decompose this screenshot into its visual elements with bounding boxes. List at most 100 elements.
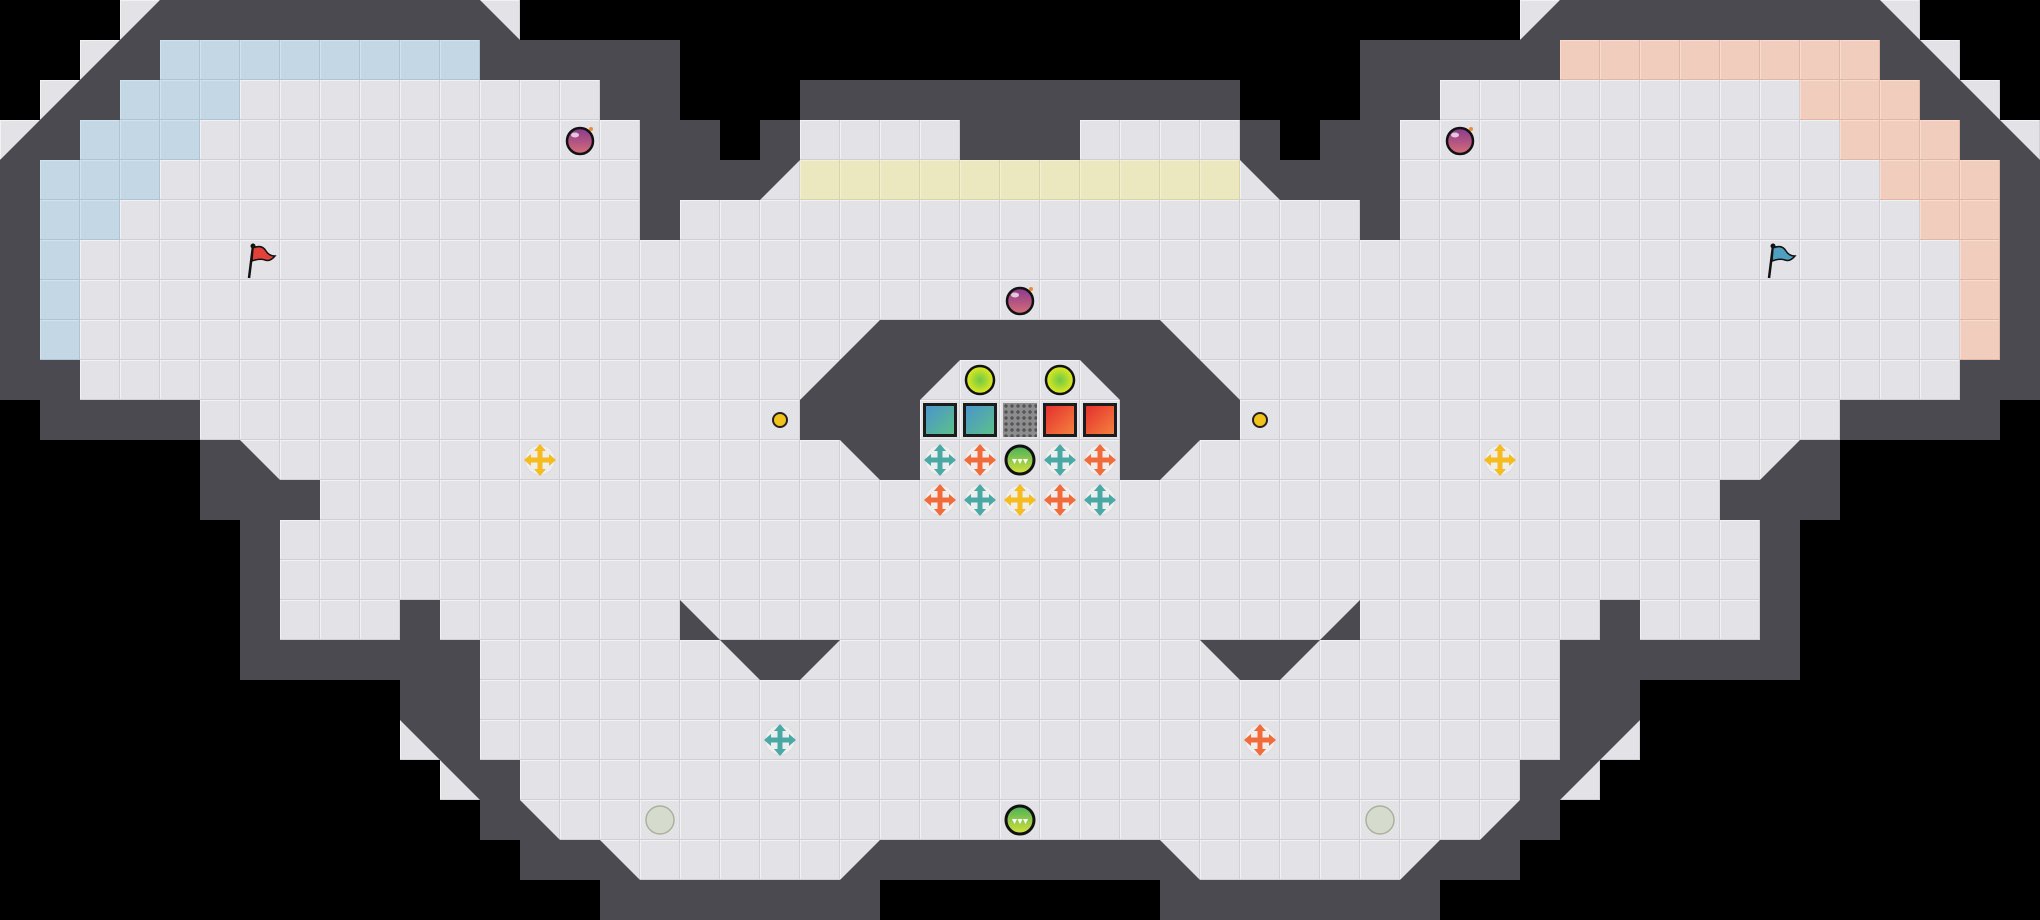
floor-tile xyxy=(1520,80,1560,120)
wall-tile xyxy=(1040,840,1080,880)
blue-endzone-tile xyxy=(400,40,440,80)
floor-tile xyxy=(1000,200,1040,240)
floor-tile xyxy=(1680,160,1720,200)
floor-tile xyxy=(1520,360,1560,400)
floor-tile xyxy=(720,480,760,520)
floor-tile xyxy=(1640,200,1680,240)
floor-tile xyxy=(1240,680,1280,720)
floor-tile xyxy=(360,320,400,360)
red-endzone-tile xyxy=(1880,160,1920,200)
floor-tile xyxy=(480,120,520,160)
floor-tile xyxy=(1600,200,1640,240)
floor-tile xyxy=(280,320,320,360)
floor-tile xyxy=(360,160,400,200)
floor-tile xyxy=(1040,680,1080,720)
floor-tile xyxy=(1360,240,1400,280)
wall-tile xyxy=(1120,840,1160,880)
red-flag-icon[interactable] xyxy=(240,240,280,280)
blue-endzone-tile xyxy=(440,40,480,80)
wall-wedge xyxy=(1160,840,1200,880)
floor-tile xyxy=(880,200,920,240)
yellow-boost-icon xyxy=(1480,440,1520,480)
floor-tile xyxy=(480,400,520,440)
blue-endzone-tile xyxy=(360,40,400,80)
floor-tile xyxy=(920,640,960,680)
wall-tile xyxy=(920,320,960,360)
blue-endzone-tile xyxy=(160,120,200,160)
floor-tile xyxy=(800,600,840,640)
floor-tile xyxy=(480,480,520,520)
floor-tile xyxy=(1680,520,1720,560)
floor-tile xyxy=(1280,360,1320,400)
wall-tile xyxy=(0,160,40,200)
floor-tile xyxy=(1720,240,1760,280)
floor-tile xyxy=(160,360,200,400)
neutral-zone-tile xyxy=(1120,160,1160,200)
floor-tile xyxy=(1320,480,1360,520)
floor-tile xyxy=(480,80,520,120)
floor-tile xyxy=(600,200,640,240)
wall-tile xyxy=(0,360,40,400)
wall-tile xyxy=(720,160,760,200)
floor-tile xyxy=(1640,360,1680,400)
red-endzone-tile xyxy=(1800,80,1840,120)
floor-tile xyxy=(1320,560,1360,600)
button-icon[interactable] xyxy=(760,400,800,440)
floor-tile xyxy=(640,720,680,760)
floor-tile xyxy=(80,320,120,360)
floor-tile xyxy=(840,200,880,240)
floor-tile xyxy=(1120,280,1160,320)
wall-tile xyxy=(200,480,240,520)
wall-wedge xyxy=(1560,760,1600,800)
wall-tile xyxy=(1000,80,1040,120)
floor-tile xyxy=(1120,240,1160,280)
wall-wedge xyxy=(800,360,840,400)
floor-tile xyxy=(960,560,1000,600)
wall-tile xyxy=(840,360,880,400)
blue-endzone-tile xyxy=(320,40,360,80)
floor-tile xyxy=(1640,280,1680,320)
floor-tile xyxy=(880,240,920,280)
wall-tile xyxy=(360,640,400,680)
neutral-zone-tile xyxy=(1080,160,1120,200)
wall-tile xyxy=(1040,120,1080,160)
floor-tile xyxy=(1080,800,1120,840)
wall-tile xyxy=(640,80,680,120)
wall-tile xyxy=(1320,120,1360,160)
floor-tile xyxy=(720,720,760,760)
wall-tile xyxy=(1360,160,1400,200)
floor-tile xyxy=(1080,720,1120,760)
floor-tile xyxy=(1480,200,1520,240)
wall-wedge xyxy=(440,760,480,800)
blue-flag-icon[interactable] xyxy=(1760,240,1800,280)
red-endzone-tile xyxy=(1840,80,1880,120)
wall-wedge xyxy=(2000,120,2040,160)
diagonal-wall-tile xyxy=(920,360,960,400)
floor-tile xyxy=(1680,480,1720,520)
floor-tile xyxy=(1280,760,1320,800)
wall-wedge xyxy=(1160,320,1200,360)
floor-tile xyxy=(1320,800,1360,840)
floor-tile xyxy=(1880,200,1920,240)
wall-tile xyxy=(160,0,200,40)
floor-tile xyxy=(200,120,240,160)
diagonal-wall-tile xyxy=(1400,840,1440,880)
floor-tile xyxy=(600,400,640,440)
floor-tile xyxy=(1880,280,1920,320)
neutral-zone-tile xyxy=(800,160,840,200)
red-endzone-tile xyxy=(1920,200,1960,240)
floor-tile xyxy=(200,240,240,280)
floor-tile xyxy=(760,440,800,480)
floor-tile xyxy=(1440,640,1480,680)
floor-tile xyxy=(680,320,720,360)
wall-wedge xyxy=(1400,840,1440,880)
floor-tile xyxy=(1200,440,1240,480)
floor-tile xyxy=(1360,600,1400,640)
floor-tile xyxy=(560,440,600,480)
floor-tile xyxy=(200,280,240,320)
floor-tile xyxy=(520,760,560,800)
floor-tile xyxy=(1480,360,1520,400)
floor-tile xyxy=(440,280,480,320)
button-icon[interactable] xyxy=(1240,400,1280,440)
floor-tile xyxy=(1440,800,1480,840)
